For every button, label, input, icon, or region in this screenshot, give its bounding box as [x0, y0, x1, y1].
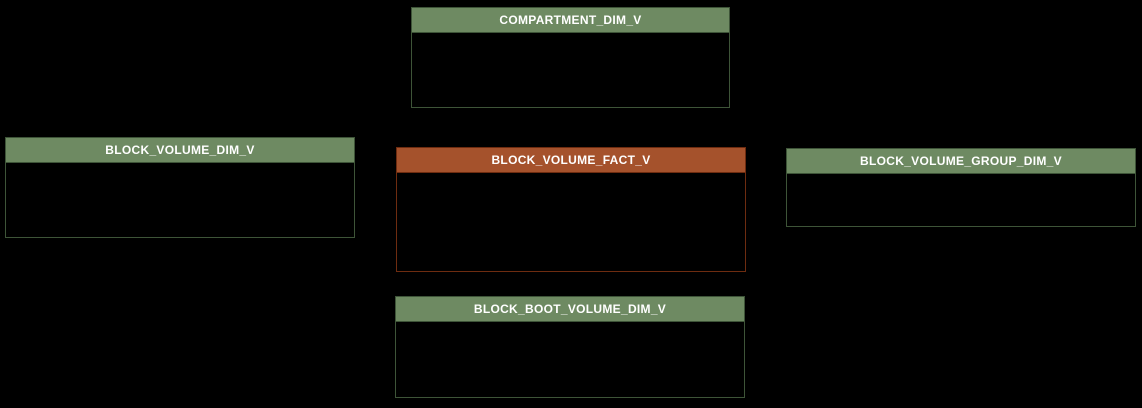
- table-body: [396, 322, 744, 397]
- table-header[interactable]: BLOCK_VOLUME_FACT_V: [397, 148, 745, 173]
- table-block-volume-dim-v[interactable]: BLOCK_VOLUME_DIM_V: [5, 137, 355, 238]
- table-title: BLOCK_VOLUME_FACT_V: [491, 153, 651, 167]
- table-title: BLOCK_BOOT_VOLUME_DIM_V: [473, 302, 667, 316]
- table-header[interactable]: BLOCK_BOOT_VOLUME_DIM_V: [396, 297, 744, 322]
- table-header[interactable]: BLOCK_VOLUME_GROUP_DIM_V: [787, 149, 1135, 174]
- table-block-volume-fact-v[interactable]: BLOCK_VOLUME_FACT_V: [396, 147, 746, 272]
- table-block-boot-volume-dim-v[interactable]: BLOCK_BOOT_VOLUME_DIM_V: [395, 296, 745, 398]
- table-header[interactable]: BLOCK_VOLUME_DIM_V: [6, 138, 354, 163]
- table-title: BLOCK_VOLUME_GROUP_DIM_V: [860, 154, 1062, 168]
- table-block-volume-group-dim-v[interactable]: BLOCK_VOLUME_GROUP_DIM_V: [786, 148, 1136, 227]
- table-body: [412, 33, 729, 107]
- table-title: BLOCK_VOLUME_DIM_V: [105, 143, 255, 157]
- table-header[interactable]: COMPARTMENT_DIM_V: [412, 8, 729, 33]
- table-body: [787, 174, 1135, 226]
- table-body: [397, 173, 745, 271]
- table-body: [6, 163, 354, 237]
- table-title: COMPARTMENT_DIM_V: [499, 13, 642, 27]
- table-compartment-dim-v[interactable]: COMPARTMENT_DIM_V: [411, 7, 730, 108]
